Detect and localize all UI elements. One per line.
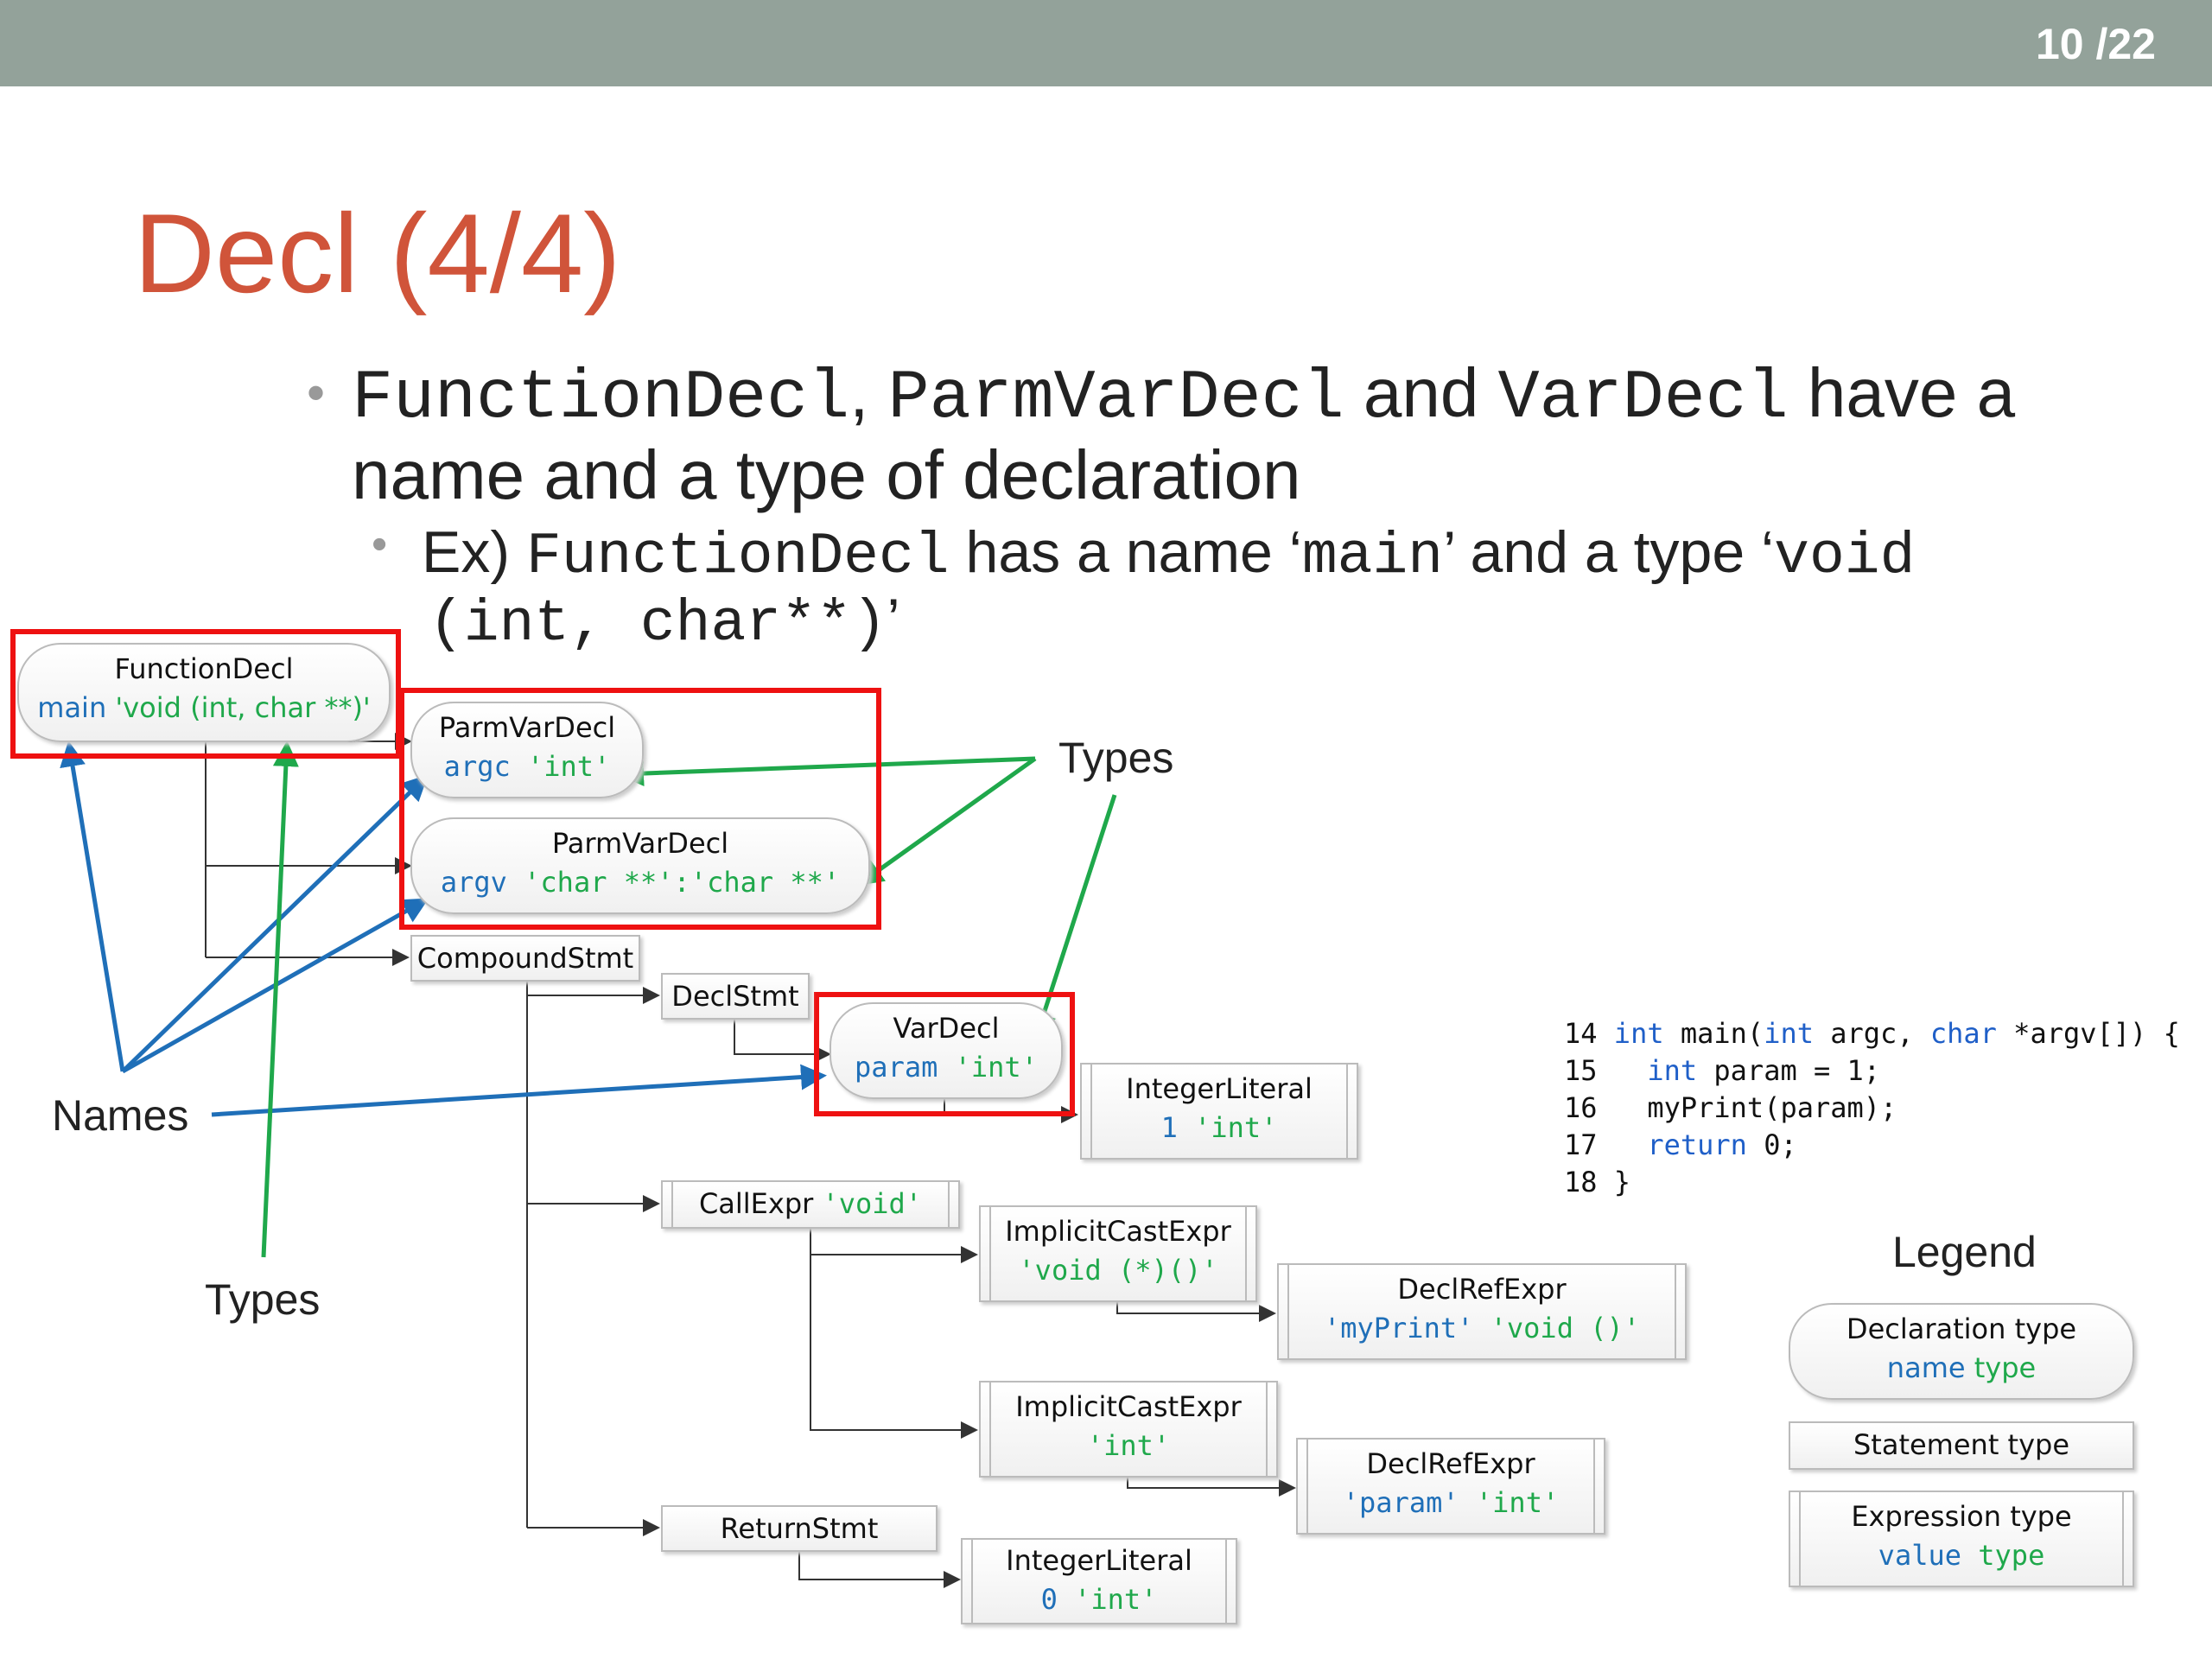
node-function-decl: FunctionDecl main 'void (int, char **)'	[17, 643, 391, 742]
page-number: 10 /22	[2036, 19, 2156, 69]
highlight-parm-decls	[399, 688, 881, 930]
bullet-2-line-1: Ex) FunctionDecl has a name ‘main’ and a…	[422, 519, 1916, 590]
node-implicit-cast-expr-2: ImplicitCastExpr 'int'	[979, 1381, 1278, 1478]
tree-edges	[205, 733, 1296, 1588]
arrow-names-vardecl	[211, 1064, 827, 1117]
legend-statement: Statement type	[1789, 1421, 2134, 1470]
legend-expression: Expression type value type	[1789, 1491, 2134, 1587]
node-decl-ref-expr-2: DeclRefExpr 'param' 'int'	[1296, 1438, 1605, 1535]
edge-implicit2-declref2	[1127, 1473, 1296, 1497]
slide-title: Decl (4/4)	[134, 190, 621, 316]
arrow-types-function	[261, 741, 299, 1258]
arrow-types-parm1	[618, 756, 1036, 787]
node-integer-literal-0: IntegerLiteral 0 'int'	[961, 1538, 1237, 1624]
label-types-bottom: Types	[205, 1275, 321, 1324]
label-types-top: Types	[1058, 734, 1174, 782]
bullet-dot: •	[307, 364, 326, 422]
node-return-stmt: ReturnStmt	[661, 1505, 938, 1552]
code-line: 17 return 0;	[1564, 1128, 1797, 1161]
code-line: 14 int main(int argc, char *argv[]) {	[1564, 1017, 2180, 1050]
bullet-1-line-1: FunctionDecl, ParmVarDecl and VarDecl ha…	[352, 354, 2016, 438]
edge-callexpr-implicit2	[810, 1227, 978, 1439]
highlight-var-decl	[814, 992, 1075, 1116]
top-bar: 10 /22	[0, 0, 2212, 86]
node-compound-stmt: CompoundStmt	[410, 935, 640, 982]
bullet-2-line-2: (int, char**)’	[429, 587, 900, 658]
node-implicit-cast-expr-1: ImplicitCastExpr 'void (*)()'	[979, 1205, 1257, 1302]
page-total: /22	[2095, 20, 2156, 68]
node-parm-var-decl-argv: ParmVarDecl argv 'char **':'char **'	[410, 817, 870, 914]
arrow-types-parm2	[856, 756, 1037, 886]
label-names: Names	[52, 1091, 189, 1140]
source-code: 14 int main(int argc, char *argv[]) { 15…	[1564, 1015, 2180, 1201]
edge-return-intlit	[798, 1551, 961, 1588]
legend-declaration: Declaration type name type	[1789, 1303, 2134, 1400]
code-line: 18 }	[1564, 1166, 1631, 1198]
bullet-1-line-2: name and a type of declaration	[352, 436, 1301, 513]
node-decl-stmt: DeclStmt	[661, 973, 810, 1020]
node-var-decl: VarDecl param 'int'	[830, 1002, 1063, 1099]
arrow-names-parm1	[121, 774, 429, 1073]
arrow-names-function	[60, 741, 125, 1072]
page-current: 10	[2035, 20, 2084, 68]
bullet-dot: •	[372, 519, 388, 569]
code-line: 16 myPrint(param);	[1564, 1091, 1897, 1124]
edge-declstmt-vardecl	[734, 1018, 831, 1063]
node-parm-var-decl-argc: ParmVarDecl argc 'int'	[410, 702, 644, 798]
highlight-function-decl	[10, 629, 401, 759]
node-call-expr: CallExpr 'void'	[661, 1180, 960, 1229]
node-decl-ref-expr-1: DeclRefExpr 'myPrint' 'void ()'	[1277, 1263, 1687, 1360]
node-integer-literal-1: IntegerLiteral 1 'int'	[1080, 1063, 1358, 1160]
legend-title: Legend	[1892, 1228, 2037, 1276]
code-line: 15 int param = 1;	[1564, 1054, 1881, 1087]
